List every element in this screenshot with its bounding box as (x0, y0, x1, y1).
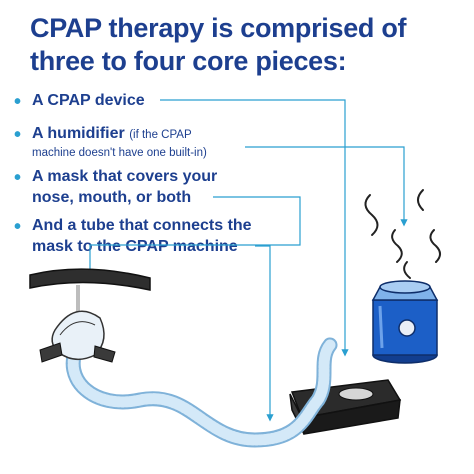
item-mask-line-2: nose, mouth, or both (32, 189, 192, 206)
bullet-marker: • (14, 91, 22, 113)
tube-icon (65, 337, 338, 448)
item-tube-line-1: And a tube that connects the (32, 217, 252, 234)
connector-tube (255, 245, 274, 422)
item-cpap-device: A CPAP device (32, 90, 145, 111)
steam-icon (364, 189, 441, 279)
connector-cpap-device (160, 99, 349, 357)
cpap-mask-icon (29, 268, 151, 363)
item-humidifier-note-1: (if the CPAP (129, 129, 192, 141)
bullet-marker: • (14, 124, 22, 146)
item-cpap-device-label: A CPAP device (32, 92, 145, 109)
humidifier-icon (371, 280, 439, 364)
page-title: CPAP therapy is comprised of three to fo… (30, 13, 407, 76)
item-humidifier-note-2: machine doesn't have one built-in) (32, 147, 207, 159)
item-mask-line-1: A mask that covers your (32, 168, 218, 185)
connector-humidifier (245, 146, 408, 227)
item-humidifier: A humidifier (if the CPAP (32, 123, 192, 146)
connector-lines (89, 99, 408, 422)
bullet-marker: • (14, 167, 22, 189)
bullet-marker: • (14, 216, 22, 238)
item-tube-line-2: mask to the CPAP machine (32, 238, 238, 255)
connector-mask (89, 196, 301, 275)
item-humidifier-label: A humidifier (32, 125, 125, 142)
